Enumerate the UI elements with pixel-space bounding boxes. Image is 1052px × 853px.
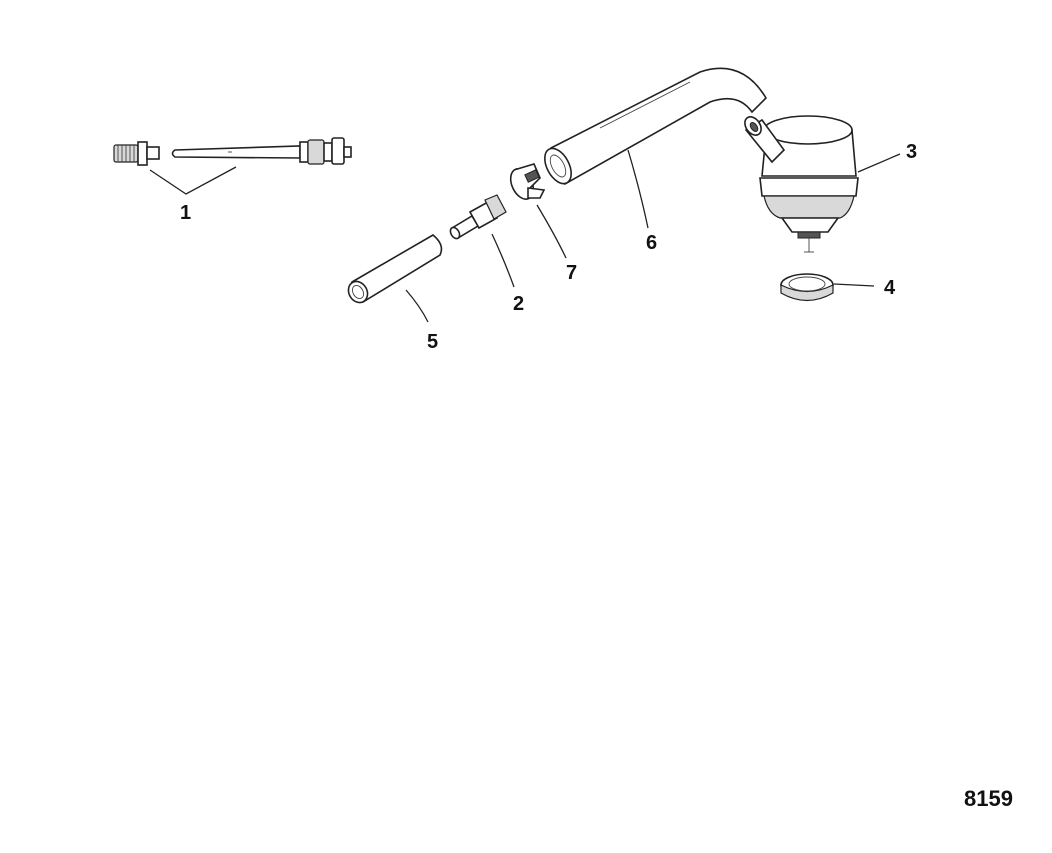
- callout-7: 7: [566, 262, 577, 284]
- callout-4: 4: [884, 277, 896, 299]
- callout-1: 1: [180, 202, 191, 224]
- callout-2: 2: [513, 293, 524, 315]
- part-6-leader: [627, 149, 649, 229]
- part-1-probe-tube: [171, 137, 352, 165]
- part-1-leader: [149, 166, 237, 195]
- figure-number: 8159: [964, 786, 1013, 811]
- callout-3: 3: [906, 141, 917, 163]
- part-7-leader: [536, 204, 567, 259]
- callout-5: 5: [427, 331, 438, 353]
- part-5-short-hose: [347, 234, 443, 323]
- part-3-filter-housing: [744, 115, 901, 253]
- part-1-fitting-and-probe: [113, 137, 352, 195]
- part-2-leader: [491, 233, 515, 288]
- part-3-leader: [857, 153, 901, 173]
- part-1-threaded-fitting: [113, 141, 160, 166]
- part-7-hose-clamp: [509, 163, 567, 259]
- part-2-barbed-fitting: [449, 194, 515, 288]
- part-3-hose-nipple: [744, 116, 786, 164]
- part-4-filter-element: [780, 273, 875, 302]
- part-5-leader: [405, 289, 429, 323]
- part-6-long-hose: [544, 67, 768, 229]
- callout-6: 6: [646, 232, 657, 254]
- part-4-leader: [833, 283, 875, 287]
